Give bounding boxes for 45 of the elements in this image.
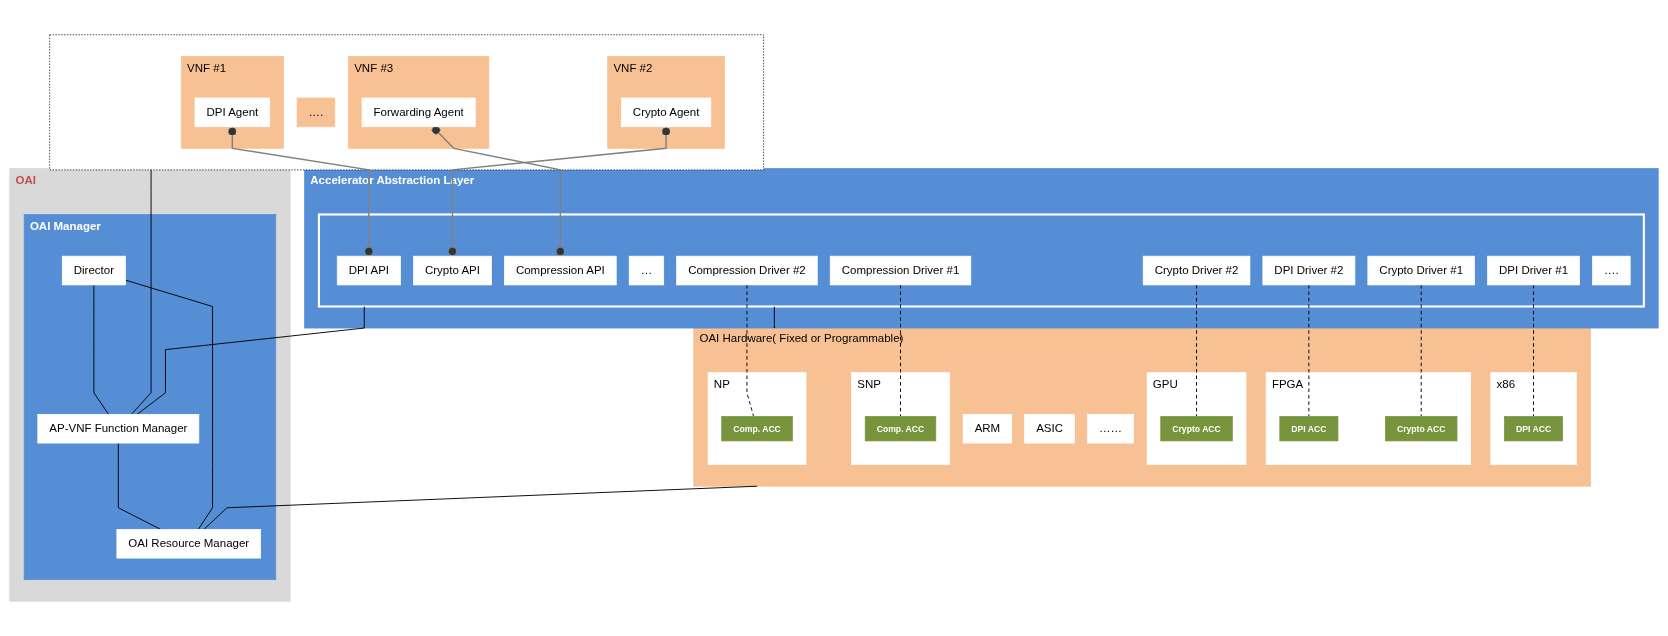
connector bbox=[228, 126, 374, 257]
node-box: Comp. ACC bbox=[721, 416, 793, 442]
node-box: OAI Resource Manager bbox=[116, 529, 262, 559]
node-box: ARM bbox=[962, 413, 1013, 444]
connector bbox=[448, 126, 671, 257]
connector bbox=[900, 284, 901, 417]
connector bbox=[130, 169, 152, 415]
connector bbox=[125, 279, 213, 530]
connector bbox=[136, 306, 365, 415]
node-box: DPI Driver #2 bbox=[1262, 255, 1356, 286]
node-box: DPI API bbox=[336, 255, 401, 286]
node-box: …… bbox=[1087, 413, 1134, 444]
node-box: Compression Driver #1 bbox=[829, 255, 972, 286]
node-box: …. bbox=[296, 97, 336, 128]
node-box: Crypto ACC bbox=[1160, 416, 1233, 442]
connector bbox=[1533, 284, 1534, 417]
node-box: DPI Agent bbox=[194, 97, 271, 128]
connector bbox=[431, 125, 565, 257]
connector bbox=[1308, 284, 1310, 417]
connector bbox=[1420, 284, 1422, 417]
connector bbox=[746, 284, 755, 417]
node-box: Forwarding Agent bbox=[361, 97, 476, 128]
connector bbox=[93, 284, 110, 415]
node-box: ASIC bbox=[1024, 413, 1075, 444]
node-box: DPI ACC bbox=[1504, 416, 1563, 442]
cluster bbox=[49, 34, 764, 171]
node-box: …. bbox=[1592, 255, 1631, 286]
cluster bbox=[317, 213, 1645, 308]
node-box: Crypto ACC bbox=[1385, 416, 1458, 442]
node-box: Compression Driver #2 bbox=[676, 255, 818, 286]
node-box: AP-VNF Function Manager bbox=[37, 413, 200, 444]
connector bbox=[117, 442, 162, 530]
node-box: DPI ACC bbox=[1279, 416, 1339, 442]
node-box: Director bbox=[61, 255, 126, 286]
node-box: Crypto API bbox=[413, 255, 492, 286]
node-box: Crypto Driver #1 bbox=[1367, 255, 1475, 286]
connector bbox=[1196, 284, 1197, 417]
node-box: … bbox=[628, 255, 665, 286]
node-box: DPI Driver #1 bbox=[1487, 255, 1580, 286]
node-box: Compression API bbox=[504, 255, 617, 286]
node-box: Comp. ACC bbox=[864, 416, 937, 442]
connector bbox=[773, 306, 775, 329]
node-box: Crypto Driver #2 bbox=[1142, 255, 1251, 286]
node-box: Crypto Agent bbox=[620, 97, 712, 128]
connector bbox=[203, 485, 758, 530]
